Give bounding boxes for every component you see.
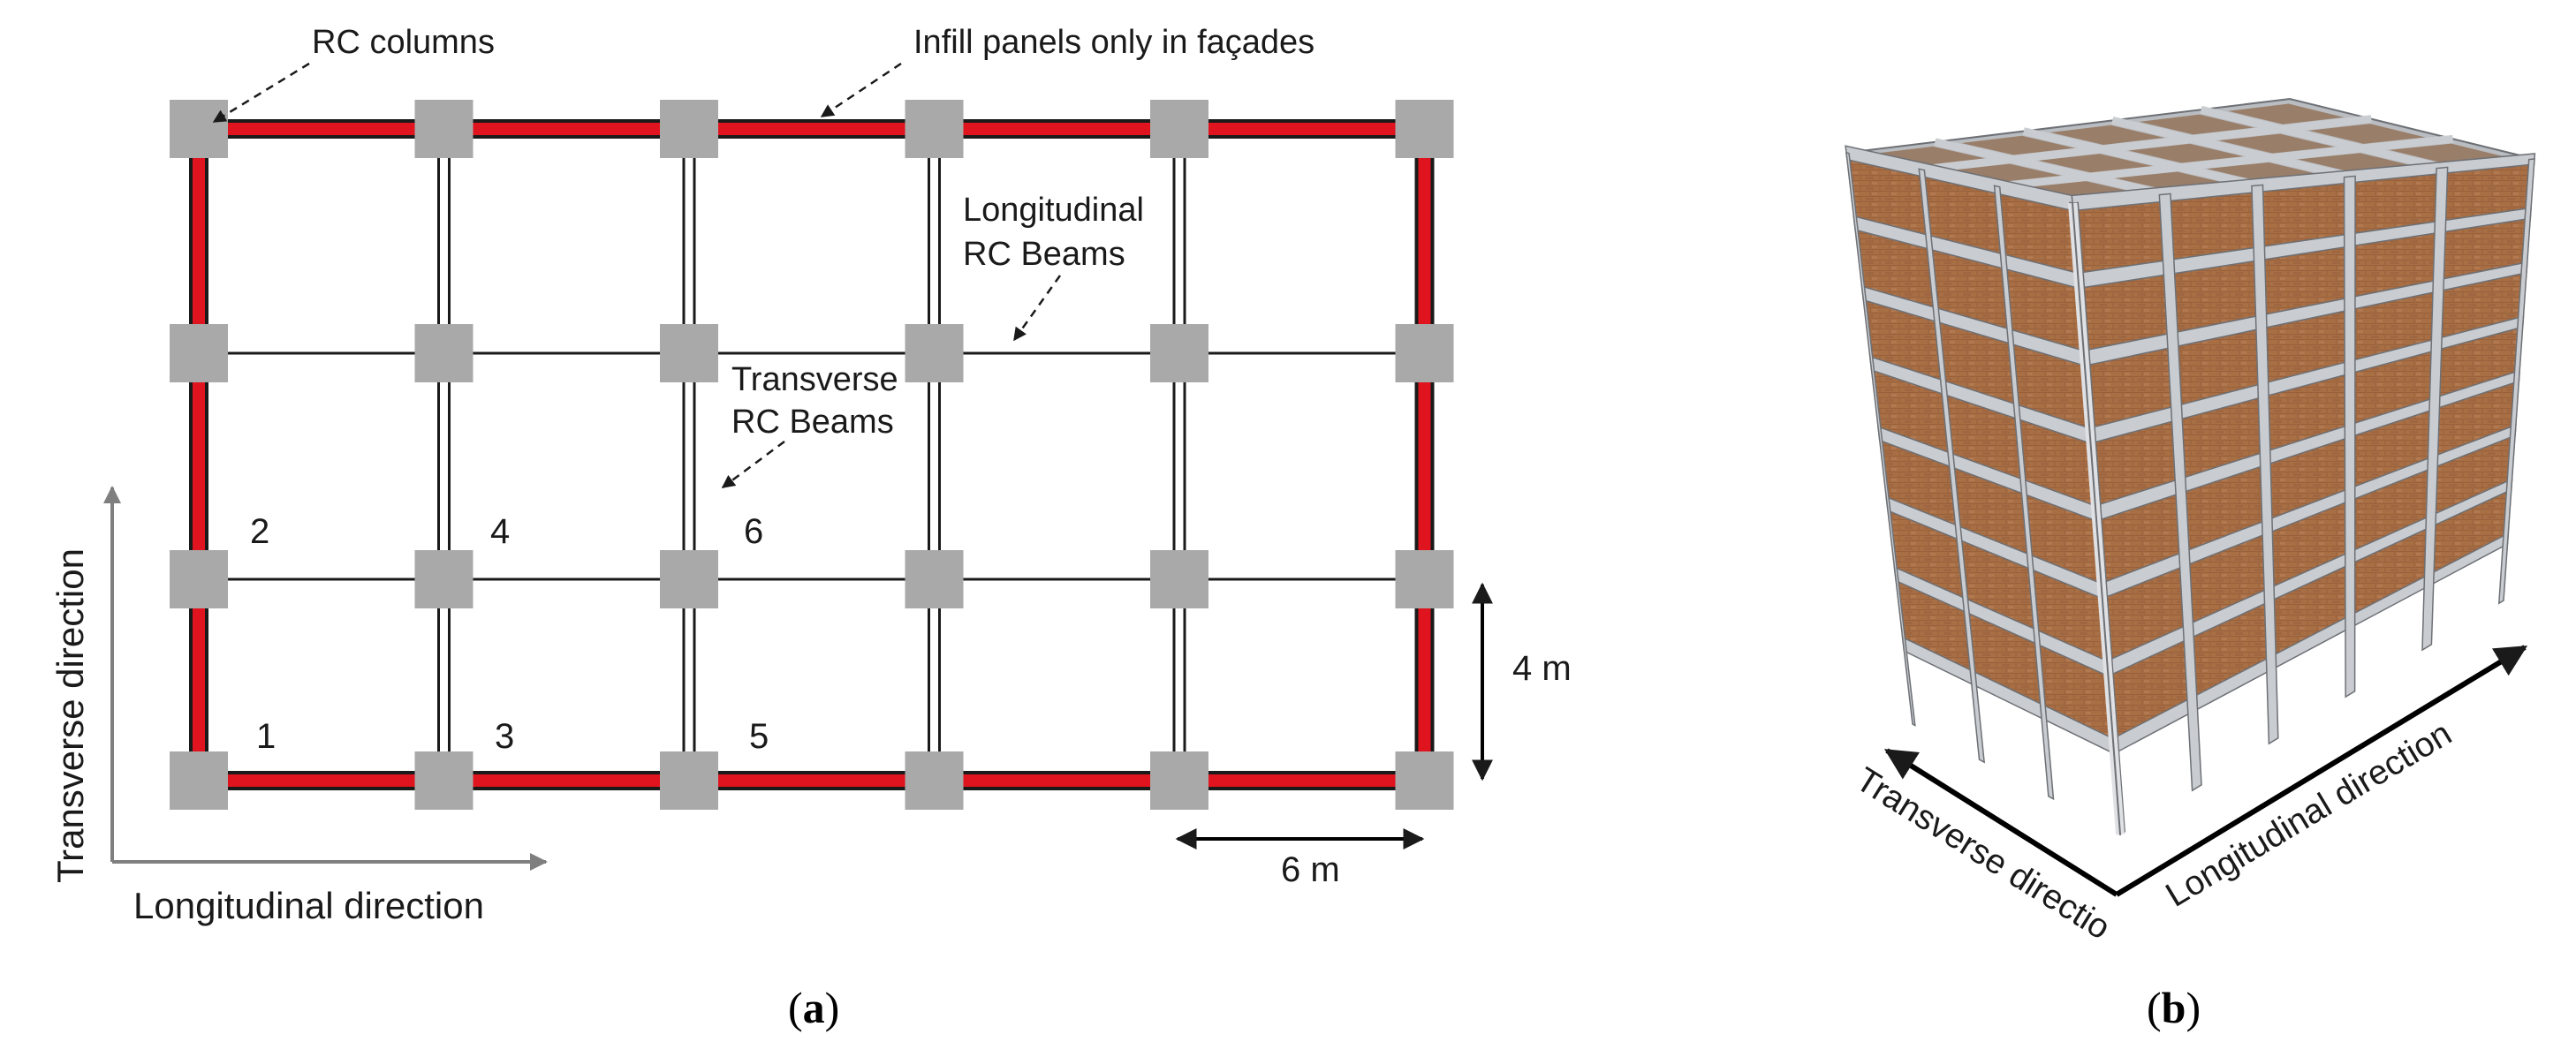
- rc-column: [660, 324, 718, 382]
- rc-columns-arrow: [212, 62, 310, 124]
- rc-column: [905, 751, 964, 810]
- longitudinal-beams-label-2: RC Beams: [963, 236, 1125, 273]
- longitudinal-beams-arrow: [1012, 275, 1062, 342]
- panel-number-5: 5: [749, 717, 769, 756]
- panel-number-1: 1: [256, 717, 276, 756]
- panel-number-2: 2: [250, 512, 269, 551]
- roof-beam: [1921, 115, 2372, 174]
- rc-column: [1395, 324, 1454, 382]
- roof-beam: [2200, 105, 2443, 172]
- rc-column: [660, 550, 718, 608]
- rc-column: [1150, 324, 1208, 382]
- roof-bay: [2228, 103, 2345, 125]
- roof-beam: [2022, 127, 2259, 190]
- roof-beam: [1996, 134, 2454, 191]
- rc-column: [170, 550, 228, 608]
- rc-column: [1395, 751, 1454, 810]
- dimension-longitudinal-label: 6 m: [1281, 850, 1340, 889]
- frame-column: [1993, 185, 2055, 801]
- transverse-beams-arrow: [721, 440, 785, 489]
- rc-column: [170, 100, 228, 158]
- frame-column: [2421, 166, 2449, 652]
- frame-column: [2497, 158, 2535, 605]
- panel-number-4: 4: [490, 512, 510, 551]
- rc-column: [660, 100, 718, 158]
- rc-column: [414, 100, 474, 158]
- roof-bay: [1872, 146, 1986, 166]
- roof-bay: [2050, 125, 2165, 145]
- dimension-transverse-label: 4 m: [1512, 649, 1572, 688]
- roof-bay: [2218, 133, 2335, 154]
- frame-column: [1918, 168, 1986, 764]
- rc-column: [170, 751, 228, 810]
- panel-number-3: 3: [495, 717, 514, 756]
- roof-bay: [2139, 114, 2254, 135]
- roof-bay: [1961, 135, 2075, 155]
- rc-column: [414, 550, 474, 608]
- floor-plan: [170, 100, 1454, 810]
- infill-arrow: [820, 62, 902, 118]
- frame-column: [2343, 175, 2356, 698]
- rc-column: [1395, 100, 1454, 158]
- roof-bay: [1948, 163, 2062, 183]
- transverse-beams-label-1: Transverse: [731, 361, 898, 398]
- rc-column: [1150, 100, 1208, 158]
- rc-columns-label: RC columns: [312, 24, 495, 61]
- building-3d-model: [1845, 97, 2536, 836]
- rc-column: [1395, 550, 1454, 608]
- rc-column: [170, 324, 228, 382]
- rc-column: [905, 100, 964, 158]
- roof-bay: [2308, 124, 2426, 144]
- transverse-axis-label: Transverse direction: [49, 548, 91, 883]
- transverse-beams-label-2: RC Beams: [731, 404, 894, 441]
- roof-beam: [2111, 117, 2351, 181]
- longitudinal-direction-3d-label: Longitudinal direction: [2159, 714, 2458, 915]
- roof-bay: [2038, 154, 2153, 173]
- rc-column: [414, 324, 474, 382]
- rc-column: [1150, 751, 1208, 810]
- longitudinal-direction-3d-arrow: [2115, 645, 2528, 897]
- caption-a: (a): [788, 983, 839, 1032]
- rc-column: [905, 324, 964, 382]
- rc-column: [414, 751, 474, 810]
- frame-column: [2158, 193, 2202, 792]
- infill-label: Infill panels only in façades: [913, 24, 1315, 61]
- frame-column: [2251, 184, 2279, 745]
- transverse-direction-3d-arrow: [1883, 748, 2118, 897]
- rc-column: [1150, 550, 1208, 608]
- caption-b: (b): [2147, 983, 2201, 1032]
- rc-column: [905, 550, 964, 608]
- panel-number-6: 6: [744, 512, 763, 551]
- longitudinal-beams-label-1: Longitudinal: [963, 192, 1144, 229]
- roof-beam: [1934, 138, 2166, 199]
- roof-bay: [2128, 143, 2244, 163]
- rc-column: [660, 751, 718, 810]
- transverse-direction-3d-label: Transverse directio: [1849, 760, 2117, 947]
- frame-column: [1845, 152, 1916, 727]
- longitudinal-axis-label: Longitudinal direction: [133, 885, 484, 926]
